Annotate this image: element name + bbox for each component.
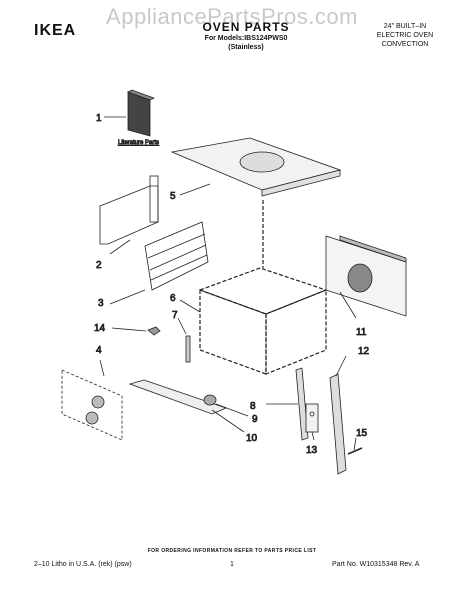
bracket-13 [305,403,319,441]
callout-10: 10 [246,433,258,444]
part-number: Part No. W10315348 Rev. A [332,561,420,568]
trim-strip [177,317,191,363]
page-title: OVEN PARTS [202,20,290,34]
callout-8: 8 [250,401,256,412]
literature-parts-label: Literature Parts [118,140,159,146]
callout-14: 14 [94,323,106,334]
page-number: 1 [230,561,234,568]
callout-3: 3 [98,298,104,309]
control-knobs [61,359,123,441]
callout-1: 1 [96,113,102,124]
callout-6: 6 [170,293,176,304]
side-panel-strip [329,355,347,475]
litho-info: 2–10 Litho in U.S.A. (rek) (psw) [34,561,132,568]
callout-11: 11 [356,327,367,338]
callout-5: 5 [170,191,176,202]
desc-line-1: 24" BUILT–IN [383,23,427,30]
models-line: For Models:IBS124PWS0 [204,35,288,42]
watermark: AppliancePartsPros.com [106,4,358,29]
desc-line-3: CONVECTION [381,41,429,48]
side-trim [266,367,309,441]
variant-line: (Stainless) [228,44,264,51]
callout-13: 13 [306,445,318,456]
callout-15: 15 [356,428,368,439]
product-description: 24" BUILT–IN ELECTRIC OVEN CONVECTION [360,22,450,49]
leader-6 [179,299,201,313]
callout-9: 9 [252,414,258,425]
ikea-logo: IKEA [34,22,77,39]
desc-line-2: ELECTRIC OVEN [376,32,434,39]
oven-rack [109,221,209,305]
title-block: OVEN PARTS For Models:IBS124PWS0 (Stainl… [176,20,316,52]
screw [347,437,363,455]
hinge-receiver [203,394,249,417]
clip-fastener [111,326,161,336]
callout-4: 4 [96,345,102,356]
ordering-note: FOR ORDERING INFORMATION REFER TO PARTS … [147,548,317,554]
callout-2: 2 [96,260,102,271]
literature-booklet [104,89,156,137]
callout-12: 12 [358,346,370,357]
oven-cavity [198,200,328,375]
convection-fan-cover [325,235,407,319]
bottom-trim-bar [128,379,245,433]
rack-support-bracket [99,175,159,255]
callout-7: 7 [172,310,178,321]
top-insulation-panel [170,137,342,197]
